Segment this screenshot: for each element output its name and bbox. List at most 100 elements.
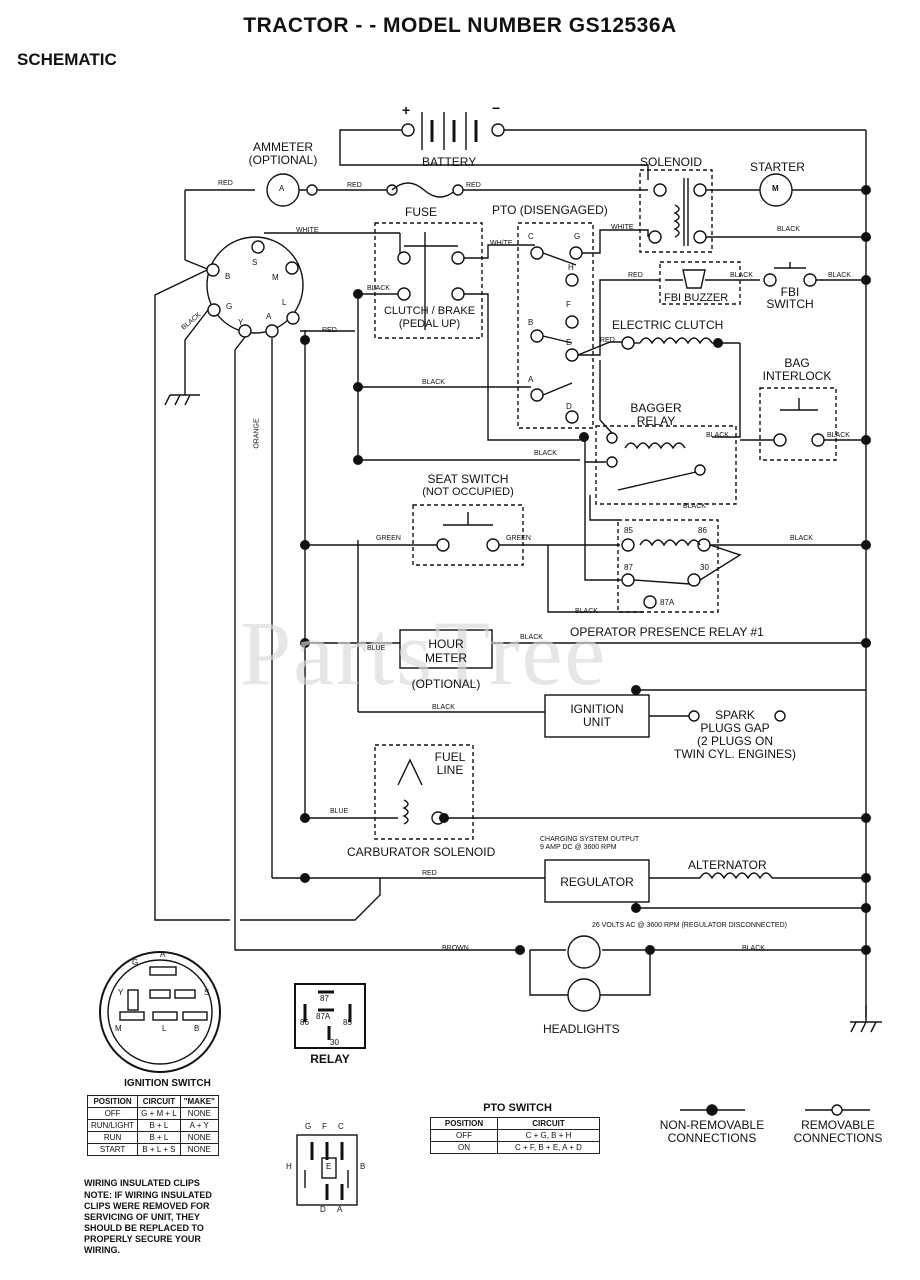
detail-pto-d: D (320, 1205, 326, 1214)
ignition-switch-label: IGNITION SWITCH (124, 1078, 211, 1089)
detail-pto-b: B (360, 1162, 366, 1171)
clips-note-line: SERVICING OF UNIT, THEY (84, 1212, 200, 1222)
table-header: CIRCUIT (137, 1095, 181, 1108)
clips-note-heading: WIRING INSULATED CLIPS (84, 1178, 200, 1188)
ign-terminal-b: B (225, 272, 231, 281)
spark-label-3: (2 PLUGS ON (696, 734, 774, 748)
regulator-label: REGULATOR (560, 875, 634, 889)
pto-terminal-b: B (528, 318, 534, 327)
clips-note-line: PROPERLY SECURE YOUR (84, 1234, 201, 1244)
detail-pto-f: F (322, 1122, 327, 1131)
regulator-box (544, 859, 650, 903)
pto-terminal-c: C (528, 232, 534, 241)
bagger-relay-box (595, 425, 737, 505)
wire-black-10: BLACK (683, 503, 706, 510)
non-removable-dot (706, 1104, 718, 1116)
table-row: ON C + F, B + E, A + D (430, 1141, 600, 1154)
fbi-switch-label-2: SWITCH (766, 297, 814, 311)
wire-white-2: WH/TE (490, 240, 513, 247)
wire-black-1: BLACK (777, 226, 800, 233)
watermark: PartsTree (240, 602, 608, 704)
pto-switch-box (517, 222, 594, 429)
spark-label-4: TWIN CYL. ENGINES) (673, 747, 796, 761)
battery-plus: + (402, 102, 411, 118)
schematic-heading: SCHEMATIC (17, 50, 117, 69)
solenoid-box (639, 169, 713, 253)
table-cell: C + F, B + E, A + D (497, 1141, 600, 1154)
detail-ign-b: B (194, 1024, 200, 1033)
detail-pto-c: C (338, 1122, 344, 1131)
pto-terminal-e: E (566, 338, 572, 347)
volts-label: 26 VOLTS AC @ 3600 RPM (REGULATOR DISCON… (592, 922, 787, 929)
seat-switch-box (412, 504, 524, 566)
wire-white-3: WHITE (611, 224, 634, 231)
headlight-symbol-2 (567, 978, 601, 1012)
pto-terminal-g: G (574, 232, 581, 241)
wire-black-14: BLACK (432, 704, 455, 711)
table-row: OFF C + G, B + H (430, 1129, 600, 1142)
battery-label: BATTERY (422, 155, 477, 169)
ignition-unit-label-1: IGNITION (570, 702, 624, 716)
wire-black-2: BLACK (730, 272, 753, 279)
table-cell: B + L (137, 1131, 181, 1144)
clips-note-line: SHOULD BE REPLACED TO (84, 1223, 204, 1233)
alternator-label: ALTERNATOR (688, 858, 767, 872)
ignition-unit-label-2: UNIT (583, 715, 611, 729)
ammeter-symbol-label: A (279, 184, 285, 193)
wire-red-5: RED (322, 327, 337, 334)
clips-note-line: WIRING. (84, 1245, 120, 1255)
fbi-switch-label-1: FBI (780, 285, 800, 299)
fuse-symbol (391, 182, 457, 198)
bag-interlock-box (759, 387, 837, 461)
headlights-label: HEADLIGHTS (543, 1022, 620, 1036)
wire-black-7: BLACK (706, 432, 729, 439)
detail-relay-85: 85 (343, 1018, 352, 1027)
ign-terminal-s: S (252, 258, 258, 267)
relay-terminal-87: 87 (624, 563, 633, 572)
detail-ign-m: M (115, 1024, 122, 1033)
relay-detail (294, 983, 366, 1049)
junction-dots (300, 185, 871, 955)
detail-pto-a: A (337, 1205, 343, 1214)
table-cell: OFF (430, 1129, 498, 1142)
carburator-solenoid-box (374, 744, 474, 840)
table-header: POSITION (86, 1095, 139, 1108)
table-row: RUN/LIGHT B + L A + Y (86, 1119, 219, 1132)
hour-meter-optional: (OPTIONAL) (411, 677, 481, 691)
wire-green-2: GREEN (506, 535, 531, 542)
table-row: OFF G + M + L NONE (86, 1107, 219, 1120)
table-header-row: POSITION CIRCUIT "MAKE" (86, 1095, 219, 1108)
detail-ign-s: S (204, 988, 210, 997)
table-cell: B + L + S (137, 1143, 181, 1156)
detail-pto-e: E (326, 1162, 332, 1171)
wire-black-6: BLACK (422, 379, 445, 386)
table-cell: B + L (137, 1119, 181, 1132)
wire-black-8: BLACK (827, 432, 850, 439)
wire-red-6: RED (600, 337, 615, 344)
pto-switch-label: PTO SWITCH (483, 1102, 552, 1114)
spark-label-2: PLUGS GAP (700, 721, 770, 735)
wire-red-3: RED (466, 182, 481, 189)
detail-ign-g: G (132, 958, 139, 967)
bag-interlock-label-1: BAG (784, 356, 810, 370)
ignition-switch-table: POSITION CIRCUIT "MAKE" OFF G + M + L NO… (86, 1095, 219, 1156)
detail-ign-y: Y (118, 988, 124, 997)
ignition-unit-box (544, 694, 650, 738)
relay-terminal-86: 86 (698, 526, 707, 535)
non-removable-label-2: CONNECTIONS (667, 1131, 757, 1145)
wire-black-13: BLACK (520, 634, 543, 641)
pto-terminal-a: A (528, 375, 534, 384)
table-cell: NONE (179, 1143, 219, 1156)
ammeter-optional: (OPTIONAL) (248, 153, 318, 167)
table-row: START B + L + S NONE (86, 1143, 219, 1156)
table-cell: ON (430, 1141, 498, 1154)
table-cell: OFF (86, 1107, 139, 1120)
removable-label-1: REMOVABLE (801, 1118, 875, 1132)
pedal-up-label: (PEDAL UP) (398, 318, 461, 330)
not-occupied-label: (NOT OCCUPIED) (422, 486, 514, 498)
table-cell: A + Y (179, 1119, 219, 1132)
detail-pto-h: H (286, 1162, 292, 1171)
wire-black-15: BLACK (742, 945, 765, 952)
ign-terminal-g: G (226, 302, 233, 311)
table-header: "MAKE" (179, 1095, 219, 1108)
